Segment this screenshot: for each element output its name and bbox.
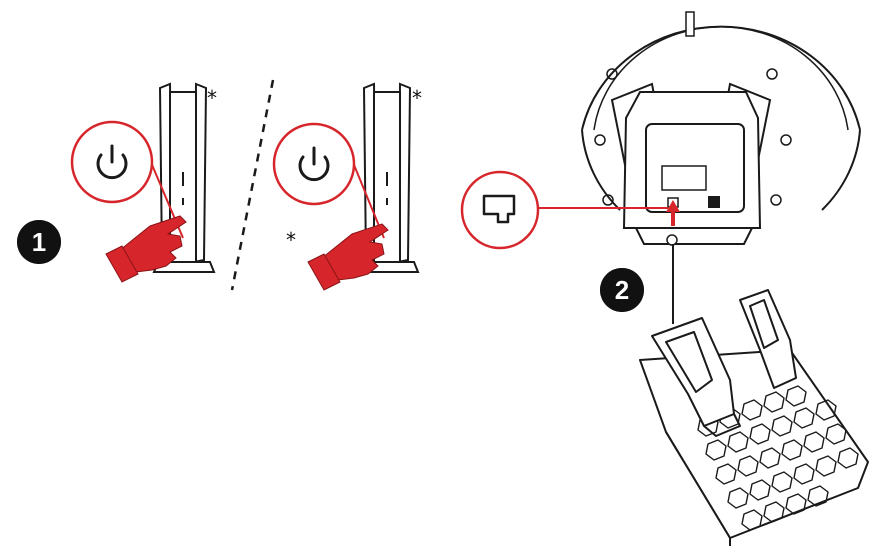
power-callout-1: [70, 120, 154, 204]
pointing-hand-icon: [105, 215, 187, 283]
footnote-asterisk: *: [286, 228, 296, 252]
power-icon: [96, 144, 128, 180]
footnote-asterisk: *: [207, 86, 217, 110]
pointing-hand-icon: [307, 223, 389, 291]
pedal-set: [639, 289, 869, 546]
connect-arrow: [666, 200, 680, 226]
rj-connector-icon: [482, 194, 516, 224]
power-icon: [298, 146, 330, 182]
port-callout: [460, 170, 540, 250]
aux-port: [708, 196, 720, 208]
power-callout-2: [272, 122, 356, 206]
step-1-number: 1: [17, 220, 61, 264]
step-2-number: 2: [600, 268, 644, 312]
footnote-asterisk: *: [412, 86, 422, 110]
divider-line: [230, 79, 275, 291]
racing-wheel: [581, 11, 861, 246]
console-standard: [152, 82, 216, 273]
